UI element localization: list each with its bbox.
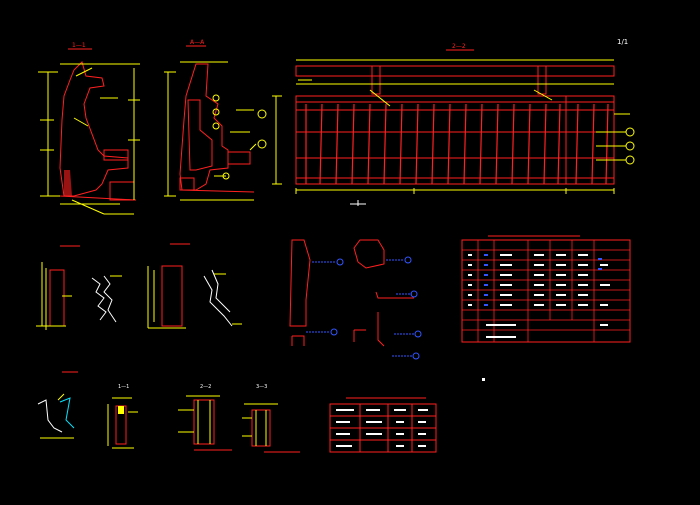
vertical-rebar-group <box>305 103 609 185</box>
tiny-title-2: 2—2 <box>200 384 211 390</box>
detail-section-3: 3—3 <box>242 384 300 453</box>
rebar-schedule-table <box>461 235 631 343</box>
materials-table <box>329 397 437 453</box>
page-number: 1/1 <box>617 38 628 46</box>
elevation-view: 2—2 <box>257 43 635 206</box>
detail-section-1: 1—1 <box>107 384 138 449</box>
rebar-detail-1 <box>36 245 122 330</box>
detail-hook <box>37 371 78 439</box>
marker <box>482 378 485 381</box>
view-title-1: 1—1 <box>72 42 86 49</box>
view-title-elevation: 2—2 <box>452 43 466 50</box>
section-view-1: 1—1 <box>38 42 140 215</box>
view-title-2: A—A <box>190 39 205 46</box>
tiny-title-1: 1—1 <box>118 384 129 390</box>
section-view-2: A—A <box>164 39 257 201</box>
rebar-detail-2 <box>147 243 242 329</box>
tiny-title-3: 3—3 <box>256 384 267 390</box>
detail-section-2: 2—2 <box>178 384 232 451</box>
bar-shapes <box>289 239 422 360</box>
